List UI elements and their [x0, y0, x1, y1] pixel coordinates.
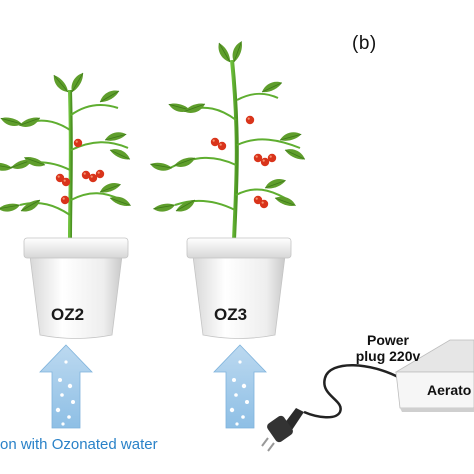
pot-label-oz3: OZ3 — [214, 305, 248, 324]
tomato-plant-oz3 — [149, 39, 308, 241]
tomato-plant-oz2 — [0, 70, 133, 241]
aerator-label: Aerato — [427, 382, 472, 398]
pot-oz2 — [23, 237, 129, 339]
panel-label: (b) — [352, 33, 377, 54]
power-plug-label: Power plug 220v — [348, 332, 428, 364]
power-plug-label-line2: plug 220v — [355, 348, 421, 364]
power-plug-label-line1: Power — [366, 332, 409, 348]
aerator-device — [394, 339, 474, 412]
ozonated-water-arrow-1 — [39, 344, 93, 429]
pot-oz3 — [186, 237, 292, 339]
pot-label-oz2: OZ2 — [51, 305, 85, 324]
power-plug — [261, 364, 401, 452]
ozonated-water-arrow-2 — [213, 344, 267, 429]
caption-text: on with Ozonated water — [0, 436, 158, 453]
